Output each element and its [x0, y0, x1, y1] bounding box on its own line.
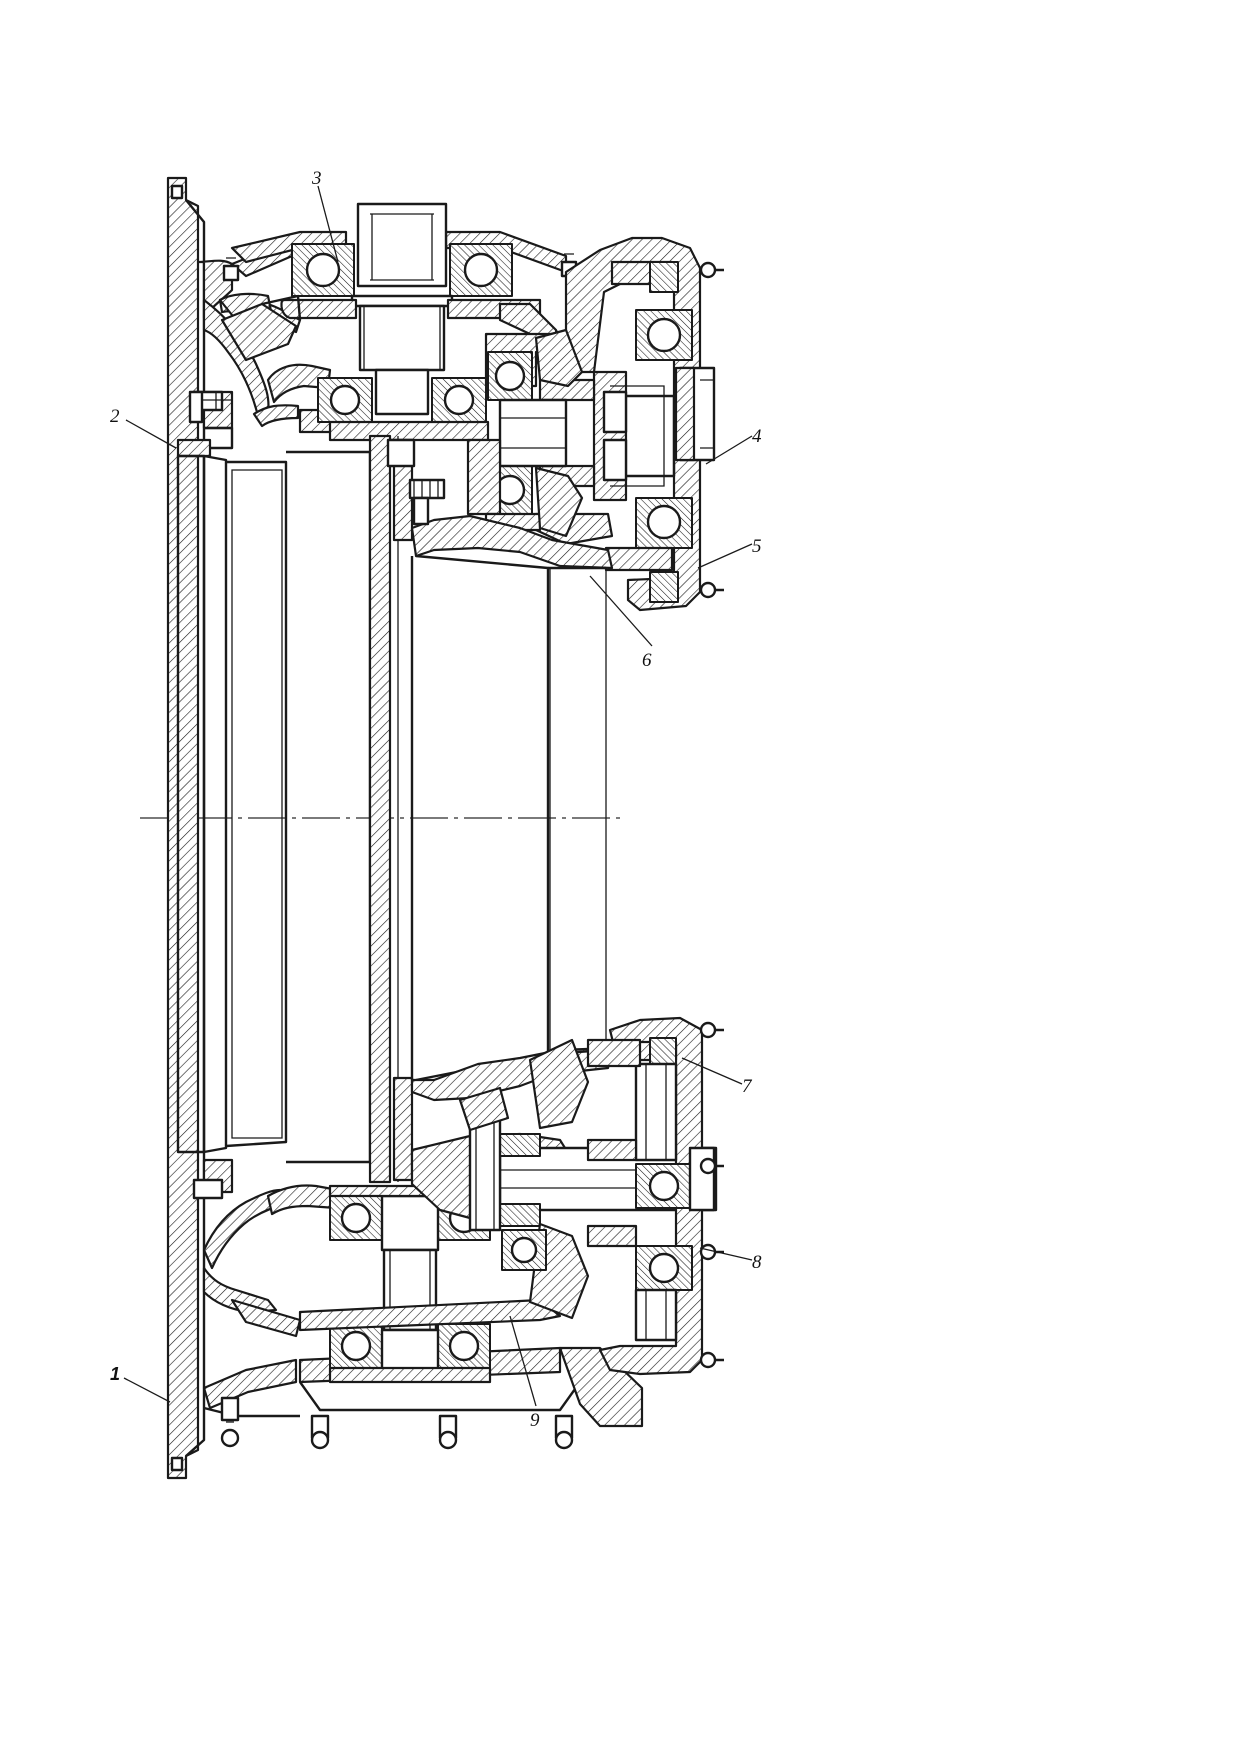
callout-8-label: 8 [752, 1252, 762, 1273]
callout-3-label: 3 [311, 168, 322, 189]
callout-5-label: 5 [752, 536, 762, 557]
lower-horizontal-shaft [410, 1038, 718, 1320]
upper-right-gear-cluster [538, 236, 724, 612]
conical-hub [410, 514, 614, 1102]
mounting-flange [166, 176, 206, 1480]
callout-labels: 1 2 3 4 5 6 7 8 9 [110, 168, 762, 1431]
top-cover-assembly [218, 202, 580, 442]
upper-bevel-gear [220, 294, 584, 538]
upper-bolts [188, 390, 446, 526]
callout-2-label: 2 [110, 406, 120, 427]
callout-leaders [123, 185, 753, 1407]
callout-1-label: 1 [110, 1364, 120, 1384]
callout-6-label: 6 [642, 650, 652, 671]
callout-4-label: 4 [752, 426, 762, 447]
callout-7-label: 7 [742, 1076, 753, 1097]
lower-right-gear-cluster [586, 1016, 724, 1376]
inner-drum [176, 434, 414, 1184]
callout-9-label: 9 [530, 1410, 540, 1431]
